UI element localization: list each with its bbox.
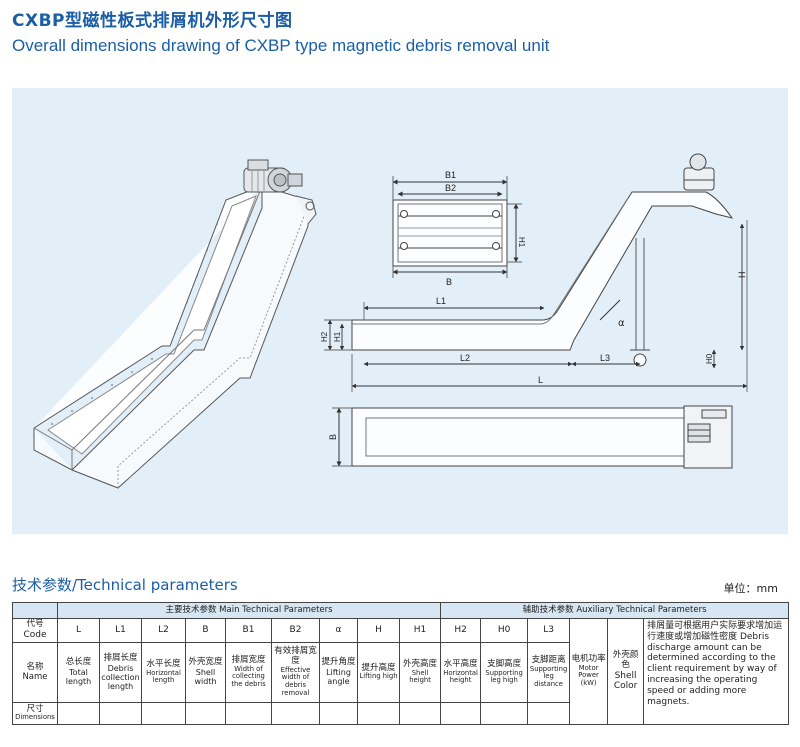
dim-cell — [527, 702, 571, 725]
aux-params-header: 辅助技术参数 Auxiliary Technical Parameters — [440, 602, 790, 619]
code-cell: H — [357, 618, 400, 643]
page-title-cn: CXBP型磁性板式排屑机外形尺寸图 — [12, 11, 293, 31]
code-cell: L2 — [141, 618, 186, 643]
cross-section-view — [392, 176, 522, 278]
params-section-title: 技术参数/Technical parameters — [12, 576, 238, 594]
side-elevation-view — [351, 153, 734, 367]
dim-cell — [398, 702, 442, 725]
page-title-en: Overall dimensions drawing of CXBP type … — [12, 36, 550, 55]
dim-cell — [271, 702, 320, 725]
dim-label-l3: L3 — [600, 353, 610, 363]
table-group-header-row: 主要技术参数 Main Technical Parameters 辅助技术参数 … — [12, 602, 790, 619]
dim-label-alpha: α — [618, 318, 625, 329]
code-cell: α — [319, 618, 358, 643]
code-cell: L3 — [527, 618, 571, 643]
dim-label-b-plan: B — [328, 434, 338, 440]
dim-label-l: L — [538, 375, 543, 385]
dim-label-b1: B1 — [445, 170, 456, 180]
dimension-drawing: B1 B2 B H1 — [33, 153, 748, 489]
code-cell: B2 — [271, 618, 320, 643]
dim-label-b: B — [446, 277, 452, 287]
dim-cell — [480, 702, 529, 725]
dim-label-l1: L1 — [436, 296, 446, 306]
discharge-note-cell: 排屑量可根据用户实际要求增加运行速度或增加磁性密度 Debris dischar… — [643, 618, 790, 725]
dim-label-b2: B2 — [445, 183, 456, 193]
motor-side-icon — [683, 153, 715, 191]
main-params-header: 主要技术参数 Main Technical Parameters — [56, 602, 442, 619]
dim-cell — [440, 702, 482, 725]
dim-label-l2: L2 — [460, 353, 470, 363]
plan-view — [332, 405, 733, 469]
dim-cell — [141, 702, 186, 725]
code-cell: B — [185, 618, 226, 643]
dim-label-h: H — [737, 272, 747, 279]
dim-cell — [225, 702, 272, 725]
code-cell: H2 — [440, 618, 482, 643]
dimension-drawing-panel: B1 B2 B H1 — [12, 88, 788, 534]
motor-icon — [243, 159, 303, 193]
isometric-conveyor-view — [33, 159, 317, 489]
code-cell: L — [57, 618, 100, 643]
code-cell: B1 — [225, 618, 272, 643]
code-cell: L1 — [99, 618, 142, 643]
code-cell: H0 — [480, 618, 529, 643]
dim-label-h1: H1 — [333, 331, 342, 342]
code-cell: H1 — [398, 618, 442, 643]
dim-cell — [185, 702, 226, 725]
technical-parameters-table: 主要技术参数 Main Technical Parameters 辅助技术参数 … — [12, 602, 790, 725]
dim-label-h2: H2 — [320, 331, 329, 342]
unit-label: 单位：mm — [723, 582, 778, 595]
dim-label-h0: H0 — [705, 353, 714, 364]
dim-cell — [99, 702, 142, 725]
table-corner-cell — [12, 602, 58, 619]
dim-label-h1-section: H1 — [517, 237, 526, 248]
dim-cell — [357, 702, 400, 725]
dim-cell — [319, 702, 358, 725]
dim-cell — [57, 702, 100, 725]
